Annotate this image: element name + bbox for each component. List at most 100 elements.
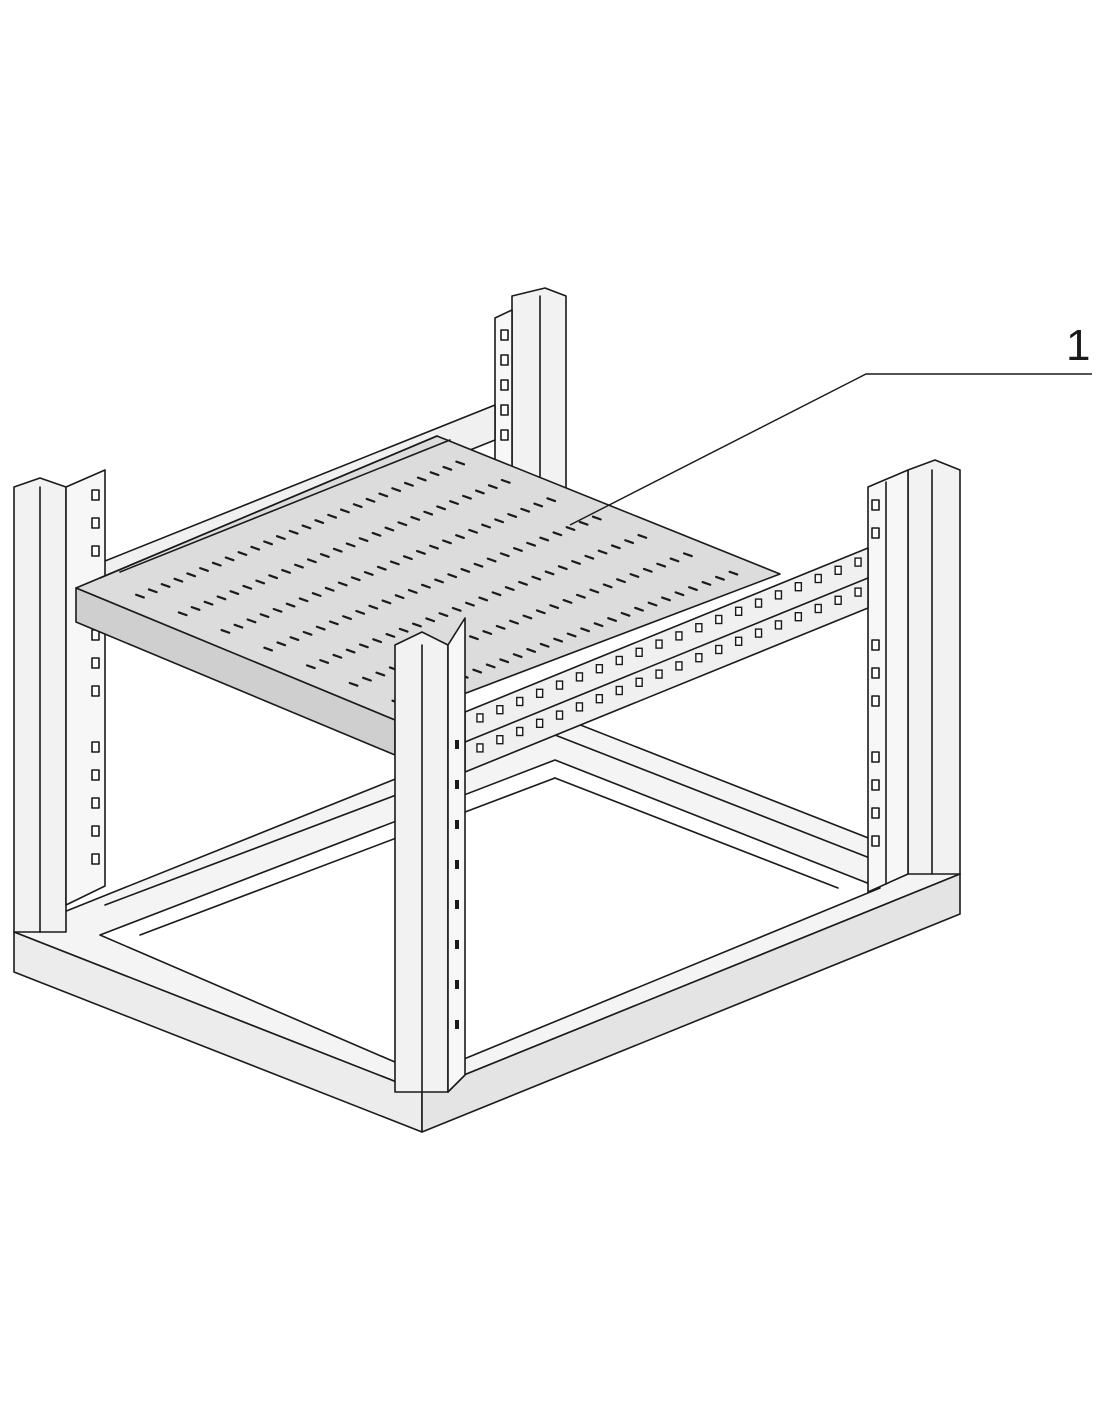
vent-slot xyxy=(520,507,531,513)
rack-hole xyxy=(91,853,100,865)
vent-slot xyxy=(507,513,518,518)
vent-slot xyxy=(474,489,485,495)
vent-slot xyxy=(203,600,214,606)
vent-slot xyxy=(324,586,335,592)
vent-slot xyxy=(345,542,356,548)
vent-slot xyxy=(495,624,506,630)
vent-slot xyxy=(177,611,188,617)
vent-slot xyxy=(289,636,300,642)
vent-slot xyxy=(224,556,235,562)
rail-hole xyxy=(476,743,484,753)
base-front-right-face xyxy=(421,873,961,1133)
rack-hole xyxy=(91,657,100,669)
base-rail-line xyxy=(139,777,556,936)
vent-slot xyxy=(607,617,617,622)
vent-slot xyxy=(233,623,244,629)
front-post xyxy=(394,617,466,1093)
vent-slot xyxy=(451,606,462,612)
vent-slot xyxy=(504,586,515,591)
vent-slot xyxy=(526,647,537,653)
vent-slot xyxy=(494,518,505,524)
vent-slot xyxy=(378,492,389,498)
vent-slot xyxy=(578,520,589,526)
vent-slot xyxy=(355,609,366,615)
vent-slot xyxy=(473,562,484,568)
rack-hole xyxy=(91,825,100,837)
vent-slot xyxy=(391,487,402,493)
vent-slot xyxy=(499,658,510,664)
vent-slot xyxy=(486,557,497,563)
shelf-rear-flange xyxy=(99,435,438,579)
vent-slot xyxy=(522,614,533,620)
rack-hole xyxy=(871,779,880,791)
vent-slot xyxy=(385,632,396,638)
vent-slot xyxy=(259,613,270,619)
vent-slot xyxy=(263,646,274,652)
vent-slot xyxy=(199,567,209,572)
rail-hole xyxy=(794,582,803,592)
vent-slot xyxy=(455,460,466,466)
left-post-holes xyxy=(91,489,100,865)
vent-slot xyxy=(339,508,350,514)
rail-edge xyxy=(464,577,869,743)
vent-slot xyxy=(535,609,546,615)
rack-hole xyxy=(871,695,880,707)
vent-slot xyxy=(365,497,376,503)
vent-slot xyxy=(332,653,343,659)
vent-slot xyxy=(147,588,158,594)
rail-hole xyxy=(675,631,683,641)
rail-hole xyxy=(496,735,504,745)
vent-slot xyxy=(305,664,316,670)
vent-slot xyxy=(465,601,475,607)
vent-slot xyxy=(442,539,452,545)
vent-slot xyxy=(647,601,658,607)
vent-slot xyxy=(319,659,330,664)
rack-hole xyxy=(455,820,459,829)
vent-slot xyxy=(553,637,564,643)
vent-slot xyxy=(597,549,608,555)
rail-hole xyxy=(575,702,584,712)
rail-hole xyxy=(695,653,703,663)
vent-slot xyxy=(546,497,557,503)
vent-slot xyxy=(539,642,550,648)
vent-slot xyxy=(420,583,431,589)
rear-post xyxy=(494,287,567,521)
vent-slot xyxy=(272,607,283,613)
vent-slot xyxy=(624,539,635,545)
vent-slot xyxy=(276,641,287,647)
vent-slot xyxy=(455,534,465,540)
vent-slot xyxy=(580,627,591,633)
base-frame xyxy=(13,714,961,1133)
rail-hole xyxy=(814,603,822,614)
vent-slot xyxy=(620,611,631,617)
vent-slot xyxy=(332,547,343,553)
left-post xyxy=(13,469,106,933)
vent-slot xyxy=(539,536,550,542)
vent-slot xyxy=(216,595,227,601)
rack-hole xyxy=(871,527,880,539)
vent-slot xyxy=(375,671,386,677)
vent-slot xyxy=(438,612,449,618)
vent-slot xyxy=(575,593,586,599)
vent-slot xyxy=(376,565,387,571)
vent-slot xyxy=(442,465,453,471)
vent-slot xyxy=(311,592,322,597)
vent-slot xyxy=(327,513,338,519)
vent-slot xyxy=(602,583,613,589)
vent-slot xyxy=(337,581,348,587)
vent-slot xyxy=(512,547,523,552)
vent-slot xyxy=(499,552,510,558)
rack-hole xyxy=(871,499,880,511)
vent-slot xyxy=(674,591,685,597)
vent-slot xyxy=(593,622,604,628)
rack-hole xyxy=(91,489,100,501)
vent-slot xyxy=(557,565,568,571)
vent-slot xyxy=(229,590,240,596)
rack-hole xyxy=(871,751,880,763)
vent-slot xyxy=(637,533,648,539)
vent-slot xyxy=(485,663,496,669)
vent-slot xyxy=(301,524,312,530)
vent-slot xyxy=(348,681,359,687)
rack-hole xyxy=(91,769,100,781)
side-rail-holes xyxy=(476,557,862,753)
